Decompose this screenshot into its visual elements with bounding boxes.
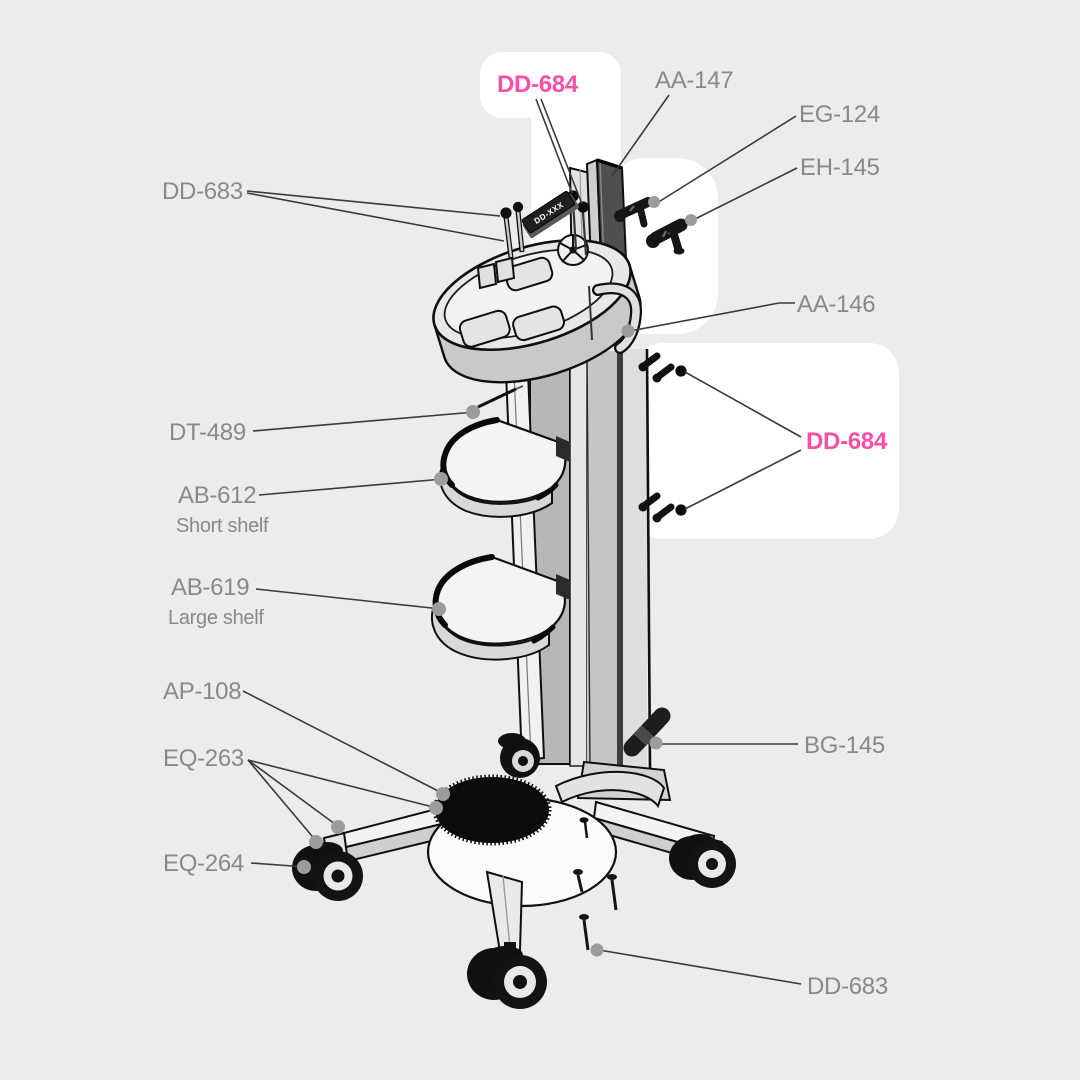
leader-ap108: [242, 690, 445, 795]
caster-left: [292, 842, 363, 901]
tray-clamp-blocks: [476, 256, 516, 290]
dot-eh145: [685, 214, 697, 226]
dot-ap108: [436, 787, 450, 801]
dot-aa146: [621, 324, 635, 338]
base-assembly: [292, 733, 736, 1009]
tray-cutout: [512, 305, 565, 342]
leader-lines: [242, 94, 802, 985]
leader-eq263-b: [247, 759, 340, 828]
tray-fan-wheel: [557, 234, 589, 266]
callout-dt489: DT-489: [169, 419, 246, 446]
leader-eq263-c: [247, 759, 318, 843]
callout-eq263: EQ-263: [163, 745, 244, 772]
dot-eq263-a: [429, 801, 443, 815]
dd684-screw-set-upper: [638, 352, 687, 383]
dd683-screws-bottom: [573, 869, 618, 951]
bg145-handle: [623, 707, 671, 757]
leader-dt489: [252, 411, 476, 432]
callout-eh145: EH-145: [800, 154, 880, 181]
callout-eg124: EG-124: [799, 101, 880, 128]
leader-ab612: [258, 478, 444, 496]
eh145-fitting: [646, 218, 688, 255]
callout-aa146: AA-146: [797, 291, 875, 318]
dot-dd683-bottom: [590, 943, 604, 957]
leader-dd684-right-b: [684, 449, 802, 510]
callout-dd684-right: DD-684: [806, 428, 888, 455]
callout-ab619-subtext: Large shelf: [168, 607, 264, 629]
cart-illustration: DD-XXX: [292, 158, 736, 1009]
dot-dt489: [466, 405, 480, 419]
leader-eh145: [692, 167, 798, 221]
aa146-clamp: [588, 282, 642, 354]
dd683-screws-top: [500, 201, 525, 259]
dot-eq264: [297, 860, 311, 874]
callout-aa147: AA-147: [655, 67, 733, 94]
callout-ab619: AB-619: [171, 574, 249, 601]
leader-dd683-bottom: [598, 949, 802, 985]
callout-ab612-subtext: Short shelf: [176, 515, 269, 537]
leader-ab619: [255, 588, 442, 610]
highlight-panel-right: [633, 343, 899, 539]
leader-eq263-a: [247, 759, 438, 809]
base-arm-front: [485, 870, 524, 954]
leader-aa147: [611, 94, 670, 177]
caster-right: [669, 834, 736, 888]
callout-eq264: EQ-264: [163, 850, 244, 877]
callout-dd683-top: DD-683: [162, 178, 243, 205]
dot-eq263-b: [331, 820, 345, 834]
leader-dd684-top-b: [540, 98, 583, 205]
dot-eg124: [648, 196, 660, 208]
dot-ab619: [432, 602, 446, 616]
dot-bg145: [649, 736, 663, 750]
leader-dd684-top-a: [535, 98, 573, 194]
ap108-pad: [432, 774, 552, 846]
large-shelf: [431, 554, 570, 661]
leader-eq264: [250, 862, 307, 868]
leader-dd683-top-b: [246, 192, 505, 242]
leader-eg124: [656, 115, 797, 204]
dot-eq263-c: [309, 835, 323, 849]
callout-ap108: AP-108: [163, 678, 241, 705]
caster-rear: [498, 733, 540, 778]
base-ring-bracket: [554, 770, 666, 809]
callout-bg145: BG-145: [804, 732, 885, 759]
base-screw: [579, 817, 589, 839]
caster-front: [467, 942, 547, 1009]
leader-dots: [297, 196, 697, 957]
callout-dd684-top: DD-684: [497, 71, 579, 98]
callout-ab612: AB-612: [178, 482, 256, 509]
dd684-screw-set-lower: [638, 492, 687, 523]
dot-ab612: [434, 472, 448, 486]
tray-cutout: [458, 309, 511, 348]
leader-dd683-top-a: [246, 190, 501, 217]
leader-dd684-right-a: [684, 371, 802, 438]
leader-aa146: [629, 302, 795, 332]
eg124-fitting: [614, 197, 653, 228]
dt489-pin: [477, 385, 524, 409]
callout-labels: DD-683 DD-684 AA-147 EG-124 EH-145 AA-14…: [162, 67, 888, 1000]
callout-dd683-bottom: DD-683: [807, 973, 888, 1000]
